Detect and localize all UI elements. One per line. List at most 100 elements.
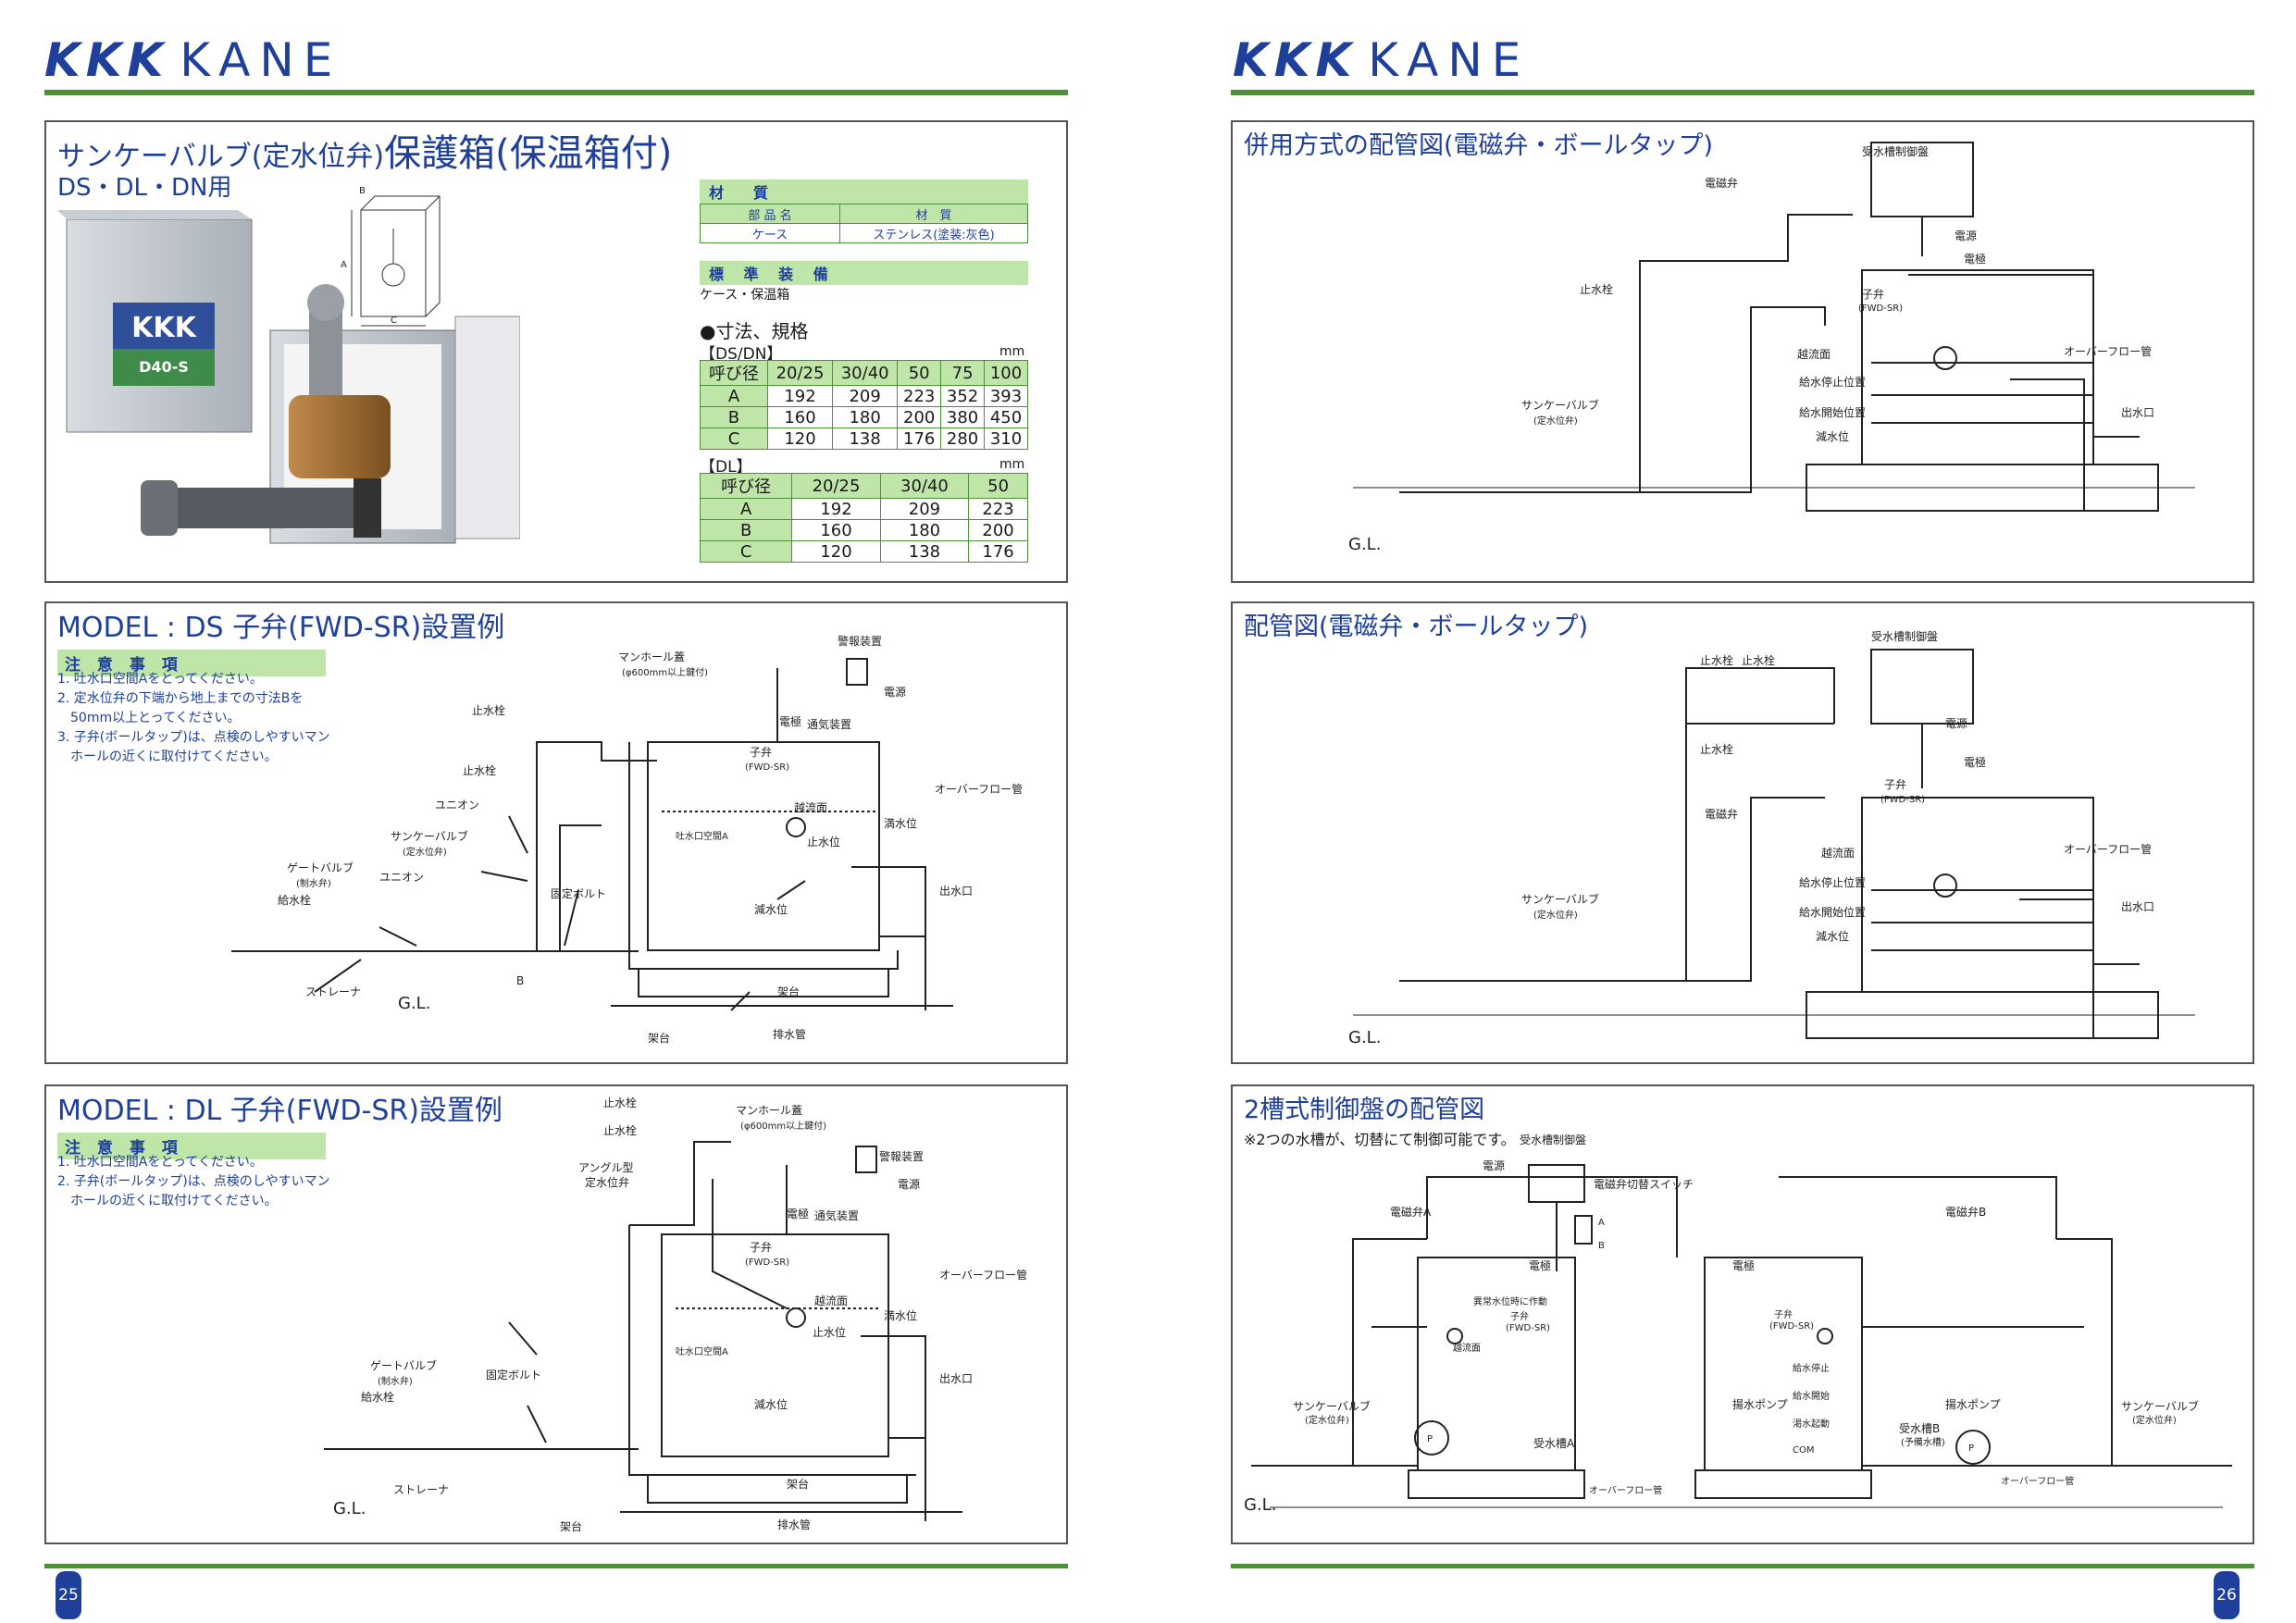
p5-control: 受水槽制御盤: [1871, 629, 1938, 643]
p6-sanke1-sub: (定水位弁): [1305, 1414, 1349, 1426]
material-col-part: 部 品 名: [700, 204, 840, 224]
dl-notes: 1. 吐水口空間Aをとってください。2. 子弁(ボールタップ)は、点検のしやすい…: [57, 1155, 330, 1208]
p4-overflow-pipe: オーバーフロー管: [2064, 344, 2152, 358]
dl-stop1: 止水栓: [603, 1096, 637, 1109]
p5-sanke-sub: (定水位弁): [1533, 909, 1578, 921]
dim-b: B: [359, 186, 366, 196]
p6-overflow1: オーバーフロー管: [1589, 1484, 1662, 1496]
ds-overflow-pipe: オーバーフロー管: [935, 782, 1023, 796]
dl-install-title: MODEL : DL 子弁(FWD-SR)設置例: [57, 1095, 503, 1127]
p6-power: 電源: [1483, 1159, 1505, 1172]
dl-strainer: ストレーナ: [393, 1483, 449, 1496]
ds-air-gap: 吐水口空間A: [676, 830, 728, 842]
p5-sanke: サンケーバルブ: [1521, 892, 1599, 906]
page-number-left: 25: [56, 1571, 81, 1619]
p6-sw-a: A: [1598, 1218, 1605, 1228]
dl-manhole-sub: (φ600mm以上鍵付): [740, 1120, 826, 1132]
dl-air-gap: 吐水口空間A: [676, 1345, 728, 1357]
dim-a: A: [341, 260, 347, 270]
ds-install-title: MODEL : DS 子弁(FWD-SR)設置例: [57, 612, 505, 644]
p6-sanke2-sub: (定水位弁): [2132, 1414, 2177, 1426]
p6-pump1: 揚水ポンプ: [1732, 1398, 1788, 1411]
ds-cell: 呼び径: [700, 360, 768, 386]
ds-cell: A: [700, 385, 768, 407]
ds-cell: 176: [897, 427, 942, 450]
piping-panel: 配管図(電磁弁・ボールタップ) G.L. 受水槽制御盤 止水栓 止水栓 止水栓 …: [1231, 601, 2254, 1064]
p4-child-sub: (FWD-SR): [1858, 304, 1903, 314]
dl-low-level: 減水位: [754, 1397, 788, 1411]
footer-rule-right: [1231, 1564, 2254, 1568]
ds-cell: 209: [832, 385, 899, 407]
p5-stop-pos: 給水停止位置: [1799, 875, 1866, 889]
ds-cell: 160: [766, 406, 834, 428]
p5-electrode: 電極: [1964, 755, 1986, 769]
two-tank-diagram: G.L. 受水槽制御盤 電源 電磁弁切替スイッチ A B 電磁弁A 電磁弁B 電…: [1244, 1133, 2232, 1515]
dl-cell: 138: [879, 540, 970, 563]
dimension-sketch: A B C: [341, 186, 441, 327]
ds-child: 子弁: [750, 745, 772, 759]
dl-gate: ゲートバルブ: [370, 1358, 437, 1372]
dl-cell: B: [699, 519, 793, 541]
ds-cell: 180: [832, 406, 899, 428]
ds-install-diagram: G.L. マンホール蓋 (φ600mm以上鍵付) 警報装置 電源 電極 通気装置…: [231, 634, 1023, 1045]
combined-piping-diagram: G.L. 受水槽制御盤 電磁弁 電源 電極 止水栓 子弁 (FWD-SR) 越流…: [1348, 142, 2195, 554]
p5-outlet: 出水口: [2121, 900, 2154, 913]
ds-union2: ユニオン: [379, 871, 424, 884]
ds-stand2: 架台: [648, 1031, 670, 1045]
dl-install-diagram: G.L. 止水栓 止水栓 アングル型 定水位弁 マンホール蓋 (φ600mm以上…: [324, 1096, 1027, 1533]
model-subtitle: DS・DL・DN用: [57, 174, 232, 202]
material-header: 材 質: [700, 180, 1028, 204]
p4-child: 子弁: [1862, 287, 1884, 301]
p4-stop: 止水栓: [1580, 282, 1613, 296]
ds-cell: 223: [897, 385, 942, 407]
dl-alarm: 警報装置: [879, 1149, 924, 1163]
dl-angle-sub: 定水位弁: [585, 1175, 629, 1189]
p6-tank-a: 受水槽A: [1533, 1437, 1575, 1450]
p6-start-supply: 給水開始: [1793, 1390, 1830, 1402]
ds-cell: 450: [984, 406, 1028, 428]
dl-cell: 180: [879, 519, 970, 541]
p6-p2: P: [1968, 1443, 1974, 1454]
p5-power: 電源: [1945, 717, 1967, 730]
dl-cell: A: [699, 498, 793, 520]
dl-supply: 給水栓: [361, 1390, 394, 1404]
ds-cell: 192: [766, 385, 834, 407]
material-mat: ステンレス(塗装:灰色): [839, 223, 1028, 243]
ds-gate-sub: (制水弁): [296, 877, 331, 889]
ds-install-panel: MODEL : DS 子弁(FWD-SR)設置例 注 意 事 項 1. 吐水口空…: [44, 601, 1068, 1064]
ds-cell: 352: [940, 385, 986, 407]
dl-cell: 209: [879, 498, 970, 520]
ds-gate: ゲートバルブ: [287, 861, 354, 874]
dl-angle: アングル型: [578, 1161, 634, 1174]
dl-child-sub: (FWD-SR): [745, 1258, 789, 1268]
dim-c: C: [391, 316, 397, 326]
p4-overflow-face: 越流面: [1797, 348, 1831, 361]
p6-com: COM: [1793, 1445, 1814, 1456]
svg-text:KKK: KKK: [131, 312, 197, 344]
p5-overflow-pipe: オーバーフロー管: [2064, 842, 2152, 856]
p5-stop2: 止水栓: [1742, 653, 1775, 667]
p6-child1-sub: (FWD-SR): [1506, 1323, 1550, 1333]
dl-stop-level: 止水位: [813, 1325, 846, 1339]
ds-electrode: 電極: [779, 714, 801, 728]
dl-cell: 200: [968, 519, 1028, 541]
dl-drain: 排水管: [777, 1518, 811, 1531]
p4-stop-pos: 給水停止位置: [1799, 375, 1866, 389]
dl-vent: 通気装置: [814, 1208, 859, 1222]
dl-cell: C: [699, 540, 793, 563]
ds-cell: 20/25: [766, 360, 834, 386]
p4-solenoid: 電磁弁: [1705, 176, 1738, 190]
product-photo: KKK D40-S: [57, 210, 520, 544]
ds-child-sub: (FWD-SR): [745, 762, 789, 773]
ds-stop2: 止水栓: [463, 763, 496, 777]
ds-cell: 138: [832, 427, 899, 450]
ds-cell: C: [700, 427, 768, 450]
